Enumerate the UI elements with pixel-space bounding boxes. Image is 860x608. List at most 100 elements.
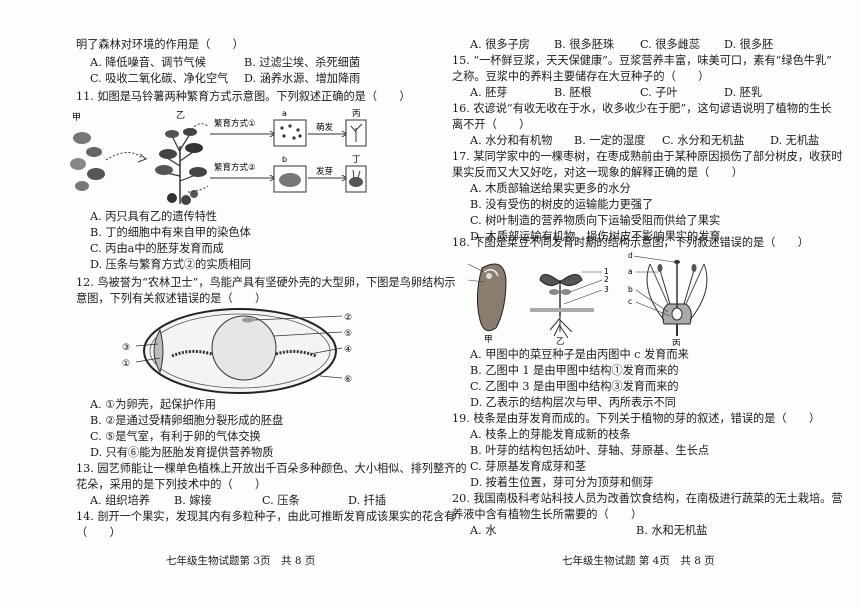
q17-option-c[interactable]: C. 树叶制造的营养物质向下运输受阻而供给了果实: [470, 214, 721, 227]
egg-label-5: ⑤: [344, 329, 352, 339]
q12-stem-line1: 12. 鸟被誉为“农林卫士”，鸟能产具有坚硬外壳的大型卵，下图是鸟卵结构示: [76, 276, 456, 289]
q18-label-yi: 乙: [556, 337, 565, 346]
air-cell: [153, 328, 164, 374]
q11-option-c[interactable]: C. 丙由a中的胚芽发育而成: [90, 242, 224, 255]
q13-option-c[interactable]: C. 压条: [262, 494, 300, 507]
q10-option-a[interactable]: A. 降低噪音、调节气候: [90, 56, 206, 69]
page-footer-left: 七年级生物试题第 3页 共 8 页: [166, 555, 316, 567]
q11-label-mengfa: 萌发: [316, 122, 334, 133]
q18-option-a[interactable]: A. 甲图中的菜豆种子是由丙图中 c 发育而来: [470, 348, 689, 361]
page-footer-right: 七年级生物试题 第 4页 共 8 页: [562, 555, 715, 567]
seed-box-a: [273, 119, 307, 147]
q13-option-b[interactable]: B. 嫁接: [174, 494, 212, 507]
egg-label-6: ⑥: [344, 375, 352, 385]
q18-label-1: 1: [604, 267, 609, 276]
q12-egg-figure: ② ⑤ ④ ⑥ ③ ①: [122, 308, 352, 394]
q16-option-d[interactable]: D. 无机盐: [770, 134, 820, 147]
q12-option-a[interactable]: A. ①为卵壳，起保护作用: [90, 398, 216, 411]
q14-stem-line1: 14. 剖开一个果实，发现其内有多粒种子，由此可推断发育成该果实的花含有: [76, 510, 456, 523]
q11-label-method2: 繁育方式②: [214, 162, 256, 173]
q11-option-d[interactable]: D. 压条与繁育方式②的实质相同: [90, 258, 252, 271]
egg-label-4: ④: [344, 345, 352, 355]
q18-label-3: 3: [604, 285, 609, 294]
q17-option-a[interactable]: A. 木质部输送给果实更多的水分: [470, 182, 631, 195]
q16-option-c[interactable]: C. 水分和无机盐: [662, 134, 745, 147]
q11-label-jia: 甲: [72, 112, 81, 123]
q11-label-ding: 丁: [352, 155, 361, 165]
q19-option-b[interactable]: B. 叶芽的结构包括幼叶、芽轴、芽原基、生长点: [470, 444, 710, 457]
egg-label-3: ③: [122, 343, 130, 353]
q14-stem-line2: （ ）: [76, 526, 121, 539]
q13-stem-line2: 花朵，采用的是下列技术中的（ ）: [76, 478, 267, 491]
q12-option-d[interactable]: D. 只有⑥能为胚胎发育提供营养物质: [90, 446, 274, 459]
q15-stem-line2: 之称。豆浆中的养料主要储存在大豆种子的（ ）: [452, 70, 710, 83]
q10-option-b[interactable]: B. 过滤尘埃、杀死细菌: [244, 56, 361, 69]
q18-label-b: b: [628, 285, 633, 294]
q15-option-a[interactable]: A. 胚芽: [470, 86, 508, 99]
q14-option-a[interactable]: A. 很多子房: [470, 38, 530, 51]
q11-option-b[interactable]: B. 丁的细胞中有来自甲的染色体: [90, 226, 251, 239]
q15-option-b[interactable]: B. 胚根: [554, 86, 592, 99]
q18-option-b[interactable]: B. 乙图中 1 是由甲图中结构①发育而来的: [470, 364, 679, 377]
q18-label-d: d: [628, 251, 633, 260]
q19-option-d[interactable]: D. 按着生位置，芽可分为顶芽和侧芽: [470, 476, 654, 489]
q12-stem-line2: 意图，下列有关叙述错误的是（ ）: [76, 292, 267, 305]
egg-label-1: ①: [122, 359, 130, 369]
q14-option-c[interactable]: C. 很多雌蕊: [640, 38, 701, 51]
bean-seedling-icon: [530, 274, 594, 339]
q11-label-yi: 乙: [176, 110, 185, 121]
q13-stem-line1: 13. 园艺师能让一棵单色植株上开放出千百朵多种颜色、大小相似、排列整齐的: [76, 462, 467, 475]
right-column: A. 很多子房 B. 很多胚珠 C. 很多雌蕊 D. 很多胚 15. “一杯鲜豆…: [452, 0, 852, 608]
q11-figure: 甲 乙: [70, 109, 367, 205]
q19-option-a[interactable]: A. 枝条上的芽能发育成新的枝条: [470, 428, 631, 441]
q18-label-a: a: [628, 267, 633, 276]
q20-stem-line2: 养液中含有植物生长所需要的（ ）: [452, 508, 643, 521]
q12-option-b[interactable]: B. ②是通过受精卵细胞分裂形成的胚盘: [90, 414, 284, 427]
q15-stem-line1: 15. “一杯鲜豆浆，天天保健康”。豆浆营养丰富，味美可口，素有“绿色牛乳”: [452, 54, 832, 67]
q17-stem-line2: 果实反而又大又好吃，对这一现象的解释正确的是（ ）: [452, 166, 743, 179]
q12-option-c[interactable]: C. ⑤是气室，有利于卵的气体交换: [90, 430, 261, 443]
q11-stem: 11. 如图是马铃薯两种繁育方式示意图。下列叙述正确的是（ ）: [76, 90, 411, 103]
q10-option-d[interactable]: D. 涵养水源、增加降雨: [244, 72, 361, 85]
q16-stem-line2: 离不开（ ）: [452, 118, 531, 131]
q18-stem: 18. 下图是菜豆不同发育时期的结构示意图，下列叙述错误的是（ ）: [452, 236, 809, 249]
q11-label-b: b: [282, 155, 287, 164]
q13-option-d[interactable]: D. 扦插: [348, 494, 387, 507]
q19-stem: 19. 枝条是由芽发育而成的。下列关于植物的芽的叙述，错误的是（ ）: [452, 412, 821, 425]
flower-diagram-icon: [646, 260, 708, 336]
bean-seed-icon: [476, 263, 507, 332]
q16-option-b[interactable]: B. 一定的湿度: [574, 134, 646, 147]
q20-option-b[interactable]: B. 水和无机盐: [636, 524, 708, 537]
q17-option-d[interactable]: D. 木质部运输有机物，损伤树皮不影响果实的发育: [470, 230, 721, 243]
q18-option-c[interactable]: C. 乙图中 3 是由甲图中结构③发育而来的: [470, 380, 679, 393]
q18-label-c: c: [628, 297, 632, 306]
q18-label-2: 2: [604, 275, 609, 284]
q10-stem-tail: 明了森林对环境的作用是（ ）: [76, 38, 244, 51]
q15-option-c[interactable]: C. 子叶: [640, 86, 678, 99]
q18-figure: 甲 1 2 3 乙: [467, 251, 708, 346]
q11-option-a[interactable]: A. 丙只具有乙的遗传特性: [90, 210, 218, 223]
q11-label-method1: 繁育方式①: [214, 118, 256, 129]
potato-cut-icon: [70, 132, 105, 191]
q15-option-d[interactable]: D. 胚乳: [724, 86, 763, 99]
q18-label-jia: 甲: [484, 335, 493, 345]
q19-option-c[interactable]: C. 芽原基发育成芽和茎: [470, 460, 586, 473]
egg-label-2: ②: [344, 313, 352, 323]
potato-plant-icon: [155, 128, 207, 205]
q18-label-bing: 丙: [672, 339, 681, 346]
q17-stem-line1: 17. 某同学家中的一棵枣树，在枣成熟前由于某种原因损伤了部分树皮，收获时: [452, 150, 843, 163]
q18-option-d[interactable]: D. 乙表示的结构层次与甲、丙所表示不同: [470, 396, 676, 409]
q11-label-faya: 发芽: [316, 166, 333, 177]
q14-option-d[interactable]: D. 很多胚: [724, 38, 774, 51]
q11-label-bing: 丙: [352, 109, 361, 119]
q10-option-c[interactable]: C. 吸收二氧化碳、净化空气: [90, 72, 229, 85]
yolk: [211, 315, 277, 381]
q13-option-a[interactable]: A. 组织培养: [90, 494, 150, 507]
q17-option-b[interactable]: B. 没有受伤的树皮的运输能力更强了: [470, 198, 654, 211]
q14-option-b[interactable]: B. 很多胚珠: [554, 38, 615, 51]
q16-option-a[interactable]: A. 水分和有机物: [470, 134, 553, 147]
q20-option-a[interactable]: A. 水: [470, 524, 497, 537]
left-column: 明了森林对环境的作用是（ ） A. 降低噪音、调节气候 B. 过滤尘埃、杀死细菌…: [58, 0, 467, 608]
q20-stem-line1: 20. 我国南极科考站科技人员为改善饮食结构，在南极进行蔬菜的无土栽培。营: [452, 492, 843, 505]
